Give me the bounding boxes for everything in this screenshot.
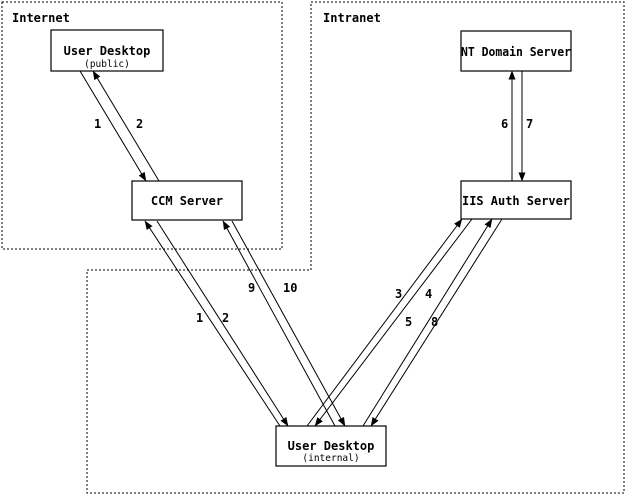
node-nt-domain-server: NT Domain Server: [460, 30, 572, 72]
edge-label-9: 9: [248, 281, 255, 295]
edge-line-2-internal: [156, 220, 289, 427]
node-user-desktop-internal: User Desktop (internal): [275, 425, 387, 467]
node-user-desktop-internal-title: User Desktop: [288, 439, 375, 453]
node-iis-auth-server-title: IIS Auth Server: [462, 194, 570, 208]
zone-intranet-border: [86, 1, 625, 494]
zone-internet-border: [1, 1, 283, 250]
edge-line-2-public: [92, 70, 160, 182]
node-nt-domain-server-title: NT Domain Server: [461, 45, 571, 59]
edge-label-4: 4: [425, 287, 432, 301]
node-iis-auth-server-box: [460, 180, 572, 220]
zone-intranet-label: Intranet: [323, 11, 381, 25]
edge-label-6: 6: [501, 117, 508, 131]
edge-line-4: [314, 218, 473, 427]
edge-label-5: 5: [405, 315, 412, 329]
edge-line-1-public: [79, 70, 147, 182]
edge-line-3: [306, 218, 463, 427]
edge-label-3: 3: [395, 287, 402, 301]
node-ccm-server-title: CCM Server: [151, 194, 223, 208]
node-user-desktop-internal-subtitle: (internal): [302, 453, 359, 464]
zone-internet-label: Internet: [12, 11, 70, 25]
edge-label-2-public: 2: [136, 117, 143, 131]
edge-line-5: [362, 218, 493, 427]
node-user-desktop-public-box: [50, 29, 164, 72]
node-user-desktop-public-subtitle: (public): [84, 59, 130, 70]
edge-label-1-public: 1: [94, 117, 101, 131]
edge-label-1-internal: 1: [196, 311, 203, 325]
edges: [79, 70, 526, 427]
node-ccm-server-box: [131, 180, 243, 221]
edge-label-7: 7: [526, 117, 533, 131]
node-user-desktop-public-title: User Desktop: [64, 44, 151, 58]
edge-line-8: [370, 218, 503, 427]
node-user-desktop-internal-box: [275, 425, 387, 467]
edge-line-10: [231, 220, 346, 427]
edge-label-8: 8: [431, 315, 438, 329]
node-nt-domain-server-box: [460, 30, 572, 72]
node-ccm-server: CCM Server: [131, 180, 243, 221]
edge-label-10: 10: [283, 281, 297, 295]
node-user-desktop-public: User Desktop (public): [50, 29, 164, 72]
edge-line-1-internal: [144, 220, 281, 427]
edge-label-2-internal: 2: [222, 311, 229, 325]
edge-line-9: [222, 220, 336, 427]
edge-labels: 1 2 1 2 9 10 3 4 5 8 6 7: [94, 117, 533, 329]
node-iis-auth-server: IIS Auth Server: [460, 180, 572, 220]
